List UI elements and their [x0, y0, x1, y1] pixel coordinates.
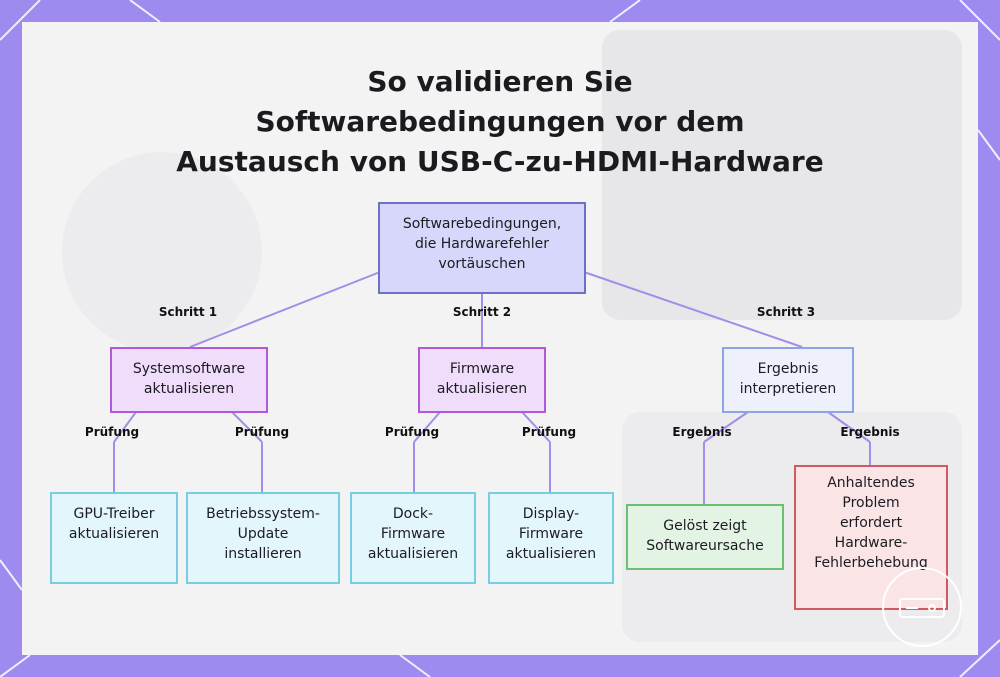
- node-text: Problem: [802, 493, 940, 513]
- diagram-panel: So validieren Sie Softwarebedingungen vo…: [22, 22, 978, 655]
- node-text: aktualisieren: [358, 544, 468, 564]
- node-text: Display-: [496, 504, 606, 524]
- node-text: Firmware: [496, 524, 606, 544]
- node-dock-firmware: Dock- Firmware aktualisieren: [350, 492, 476, 584]
- node-text: aktualisieren: [58, 524, 170, 544]
- node-text: Anhaltendes: [802, 473, 940, 493]
- edge-label-check-dock: Prüfung: [385, 425, 439, 439]
- node-gpu-driver: GPU-Treiber aktualisieren: [50, 492, 178, 584]
- node-text: Systemsoftware: [118, 359, 260, 379]
- node-result: Ergebnis interpretieren: [722, 347, 854, 413]
- logo-icon: [884, 569, 960, 645]
- node-text: Firmware: [426, 359, 538, 379]
- watermark-logo: [882, 567, 962, 647]
- edge-label-check-os: Prüfung: [235, 425, 289, 439]
- node-text: Dock-: [358, 504, 468, 524]
- node-display-firmware: Display- Firmware aktualisieren: [488, 492, 614, 584]
- edge-label-result-solved: Ergebnis: [672, 425, 731, 439]
- node-text: Update: [194, 524, 332, 544]
- edge-root-system: [190, 272, 380, 347]
- edge-label-step3: Schritt 3: [757, 305, 815, 319]
- node-text: aktualisieren: [426, 379, 538, 399]
- edge-label-check-gpu: Prüfung: [85, 425, 139, 439]
- edge-label-step1: Schritt 1: [159, 305, 217, 319]
- edge-label-check-display: Prüfung: [522, 425, 576, 439]
- node-text: Firmware: [358, 524, 468, 544]
- node-text: Softwareursache: [634, 536, 776, 556]
- node-text: vortäuschen: [386, 254, 578, 274]
- node-text: Softwarebedingungen,: [386, 214, 578, 234]
- node-firmware: Firmware aktualisieren: [418, 347, 546, 413]
- node-text: Ergebnis: [730, 359, 846, 379]
- node-os-update: Betriebssystem- Update installieren: [186, 492, 340, 584]
- node-system-software: Systemsoftware aktualisieren: [110, 347, 268, 413]
- node-text: Betriebssystem-: [194, 504, 332, 524]
- node-solved: Gelöst zeigt Softwareursache: [626, 504, 784, 570]
- node-text: aktualisieren: [496, 544, 606, 564]
- edge-label-result-persistent: Ergebnis: [840, 425, 899, 439]
- node-root: Softwarebedingungen, die Hardwarefehler …: [378, 202, 586, 294]
- node-text: installieren: [194, 544, 332, 564]
- node-text: aktualisieren: [118, 379, 260, 399]
- node-text: Hardware-: [802, 533, 940, 553]
- node-text: erfordert: [802, 513, 940, 533]
- node-text: Gelöst zeigt: [634, 516, 776, 536]
- node-text: die Hardwarefehler: [386, 234, 578, 254]
- node-text: GPU-Treiber: [58, 504, 170, 524]
- edge-label-step2: Schritt 2: [453, 305, 511, 319]
- node-text: interpretieren: [730, 379, 846, 399]
